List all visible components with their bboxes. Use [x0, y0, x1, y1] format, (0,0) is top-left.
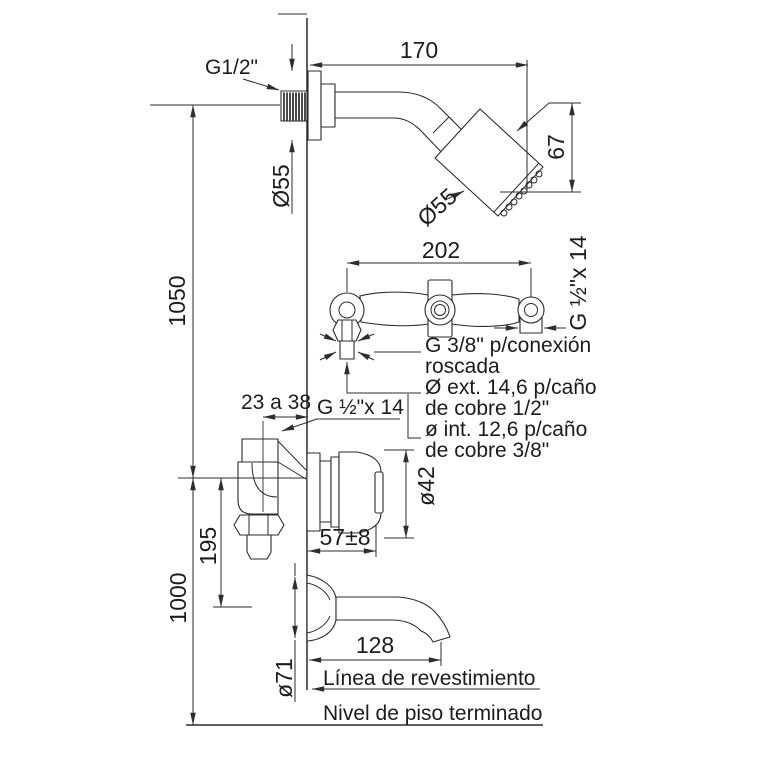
nozzle — [500, 209, 508, 217]
note-pipe-int-leader — [407, 394, 421, 439]
nozzle — [530, 176, 538, 184]
manifold-center-bore — [434, 304, 446, 316]
label-dim-1050: 1050 — [164, 275, 190, 326]
nozzle — [520, 187, 528, 195]
shower-head — [434, 108, 544, 217]
stub-thread-arrow — [357, 351, 375, 361]
label-dim-o55-flange: Ø55 — [268, 164, 294, 207]
note-line: G 3/8" p/conexión — [425, 334, 591, 357]
nozzle — [535, 170, 543, 178]
nipple-threads — [283, 92, 306, 121]
thread-valve-leader — [281, 418, 318, 432]
note-line: roscada — [425, 355, 500, 378]
arm-wall-flange — [307, 70, 322, 141]
handle-ring — [330, 456, 340, 528]
manifold-left-stub — [339, 340, 355, 360]
manifold-left-bore — [338, 301, 356, 319]
note-line: ø int. 12,6 p/caño — [425, 418, 587, 441]
labels: G1/2" 170 Ø55 Ø55 67 1050 202 G ½"x 14 G… — [164, 37, 597, 725]
nozzle — [510, 198, 518, 206]
stub-thread-arrow — [319, 333, 337, 342]
note-line: Ø ext. 14,6 p/caño — [425, 376, 597, 399]
spout-flange-detail — [306, 615, 331, 634]
label-dim-57: 57±8 — [320, 524, 371, 550]
arm-head-joint — [432, 116, 450, 134]
valve-cone-line — [277, 440, 307, 471]
spout-assembly — [306, 574, 451, 643]
dimension-lines — [150, 44, 581, 725]
stub-thread-arrow — [319, 351, 337, 361]
spout-flange-detail — [306, 582, 331, 601]
manifold-left-nut — [332, 319, 362, 342]
valve-bottom-stub — [246, 534, 272, 560]
handle-escutcheon — [306, 452, 321, 532]
note-line: de cobre 3/8" — [425, 439, 549, 462]
label-dim-o71: ø71 — [271, 658, 297, 698]
stub-thread-arrow — [357, 333, 375, 342]
label-dim-170: 170 — [400, 37, 438, 63]
spout-flange — [306, 574, 337, 642]
label-thread-valve: G ½"x 14 — [317, 396, 404, 419]
note-pipe-ext-leader — [344, 362, 421, 394]
label-finish-line: Línea de revestimiento — [323, 667, 535, 690]
nozzle — [515, 192, 523, 200]
note-line: de cobre 1/2" — [425, 397, 549, 420]
handle-cap — [374, 471, 384, 514]
valve-cone-line — [277, 461, 307, 480]
dim-67-top-leader — [516, 102, 581, 132]
label-dim-o55-head: Ø55 — [412, 183, 462, 231]
thread-g12-leader — [242, 78, 280, 91]
nozzle — [525, 181, 533, 189]
label-dim-o42: ø42 — [413, 466, 439, 506]
spout-tube — [335, 596, 451, 643]
manifold-right-bore — [524, 303, 538, 317]
shower-head-assembly — [280, 70, 544, 217]
manifold-right-boss — [517, 296, 545, 324]
label-dim-1000: 1000 — [165, 572, 191, 623]
manifold-center-ring — [430, 300, 450, 320]
arm-collar — [320, 83, 336, 128]
note-block: G 3/8" p/conexión roscada Ø ext. 14,6 p/… — [425, 334, 597, 462]
threaded-nipple — [280, 90, 308, 122]
label-dim-128: 128 — [356, 632, 394, 658]
valve-assembly — [233, 438, 384, 560]
spray-face-line — [493, 162, 540, 213]
nozzle — [505, 203, 513, 211]
label-floor-line: Nivel de piso terminado — [323, 702, 542, 725]
manifold-center-boss — [424, 294, 456, 326]
label-dim-195: 195 — [195, 527, 221, 565]
label-dim-202: 202 — [422, 237, 460, 263]
valve-top-box — [241, 438, 279, 463]
label-dim-67: 67 — [543, 134, 569, 160]
valve-hex-nut — [233, 514, 285, 536]
label-thread-arm: G1/2" — [205, 56, 258, 79]
valve-elbow-bend — [251, 462, 278, 498]
head-o55-leader — [444, 190, 465, 201]
label-thread-manifold: G ½"x 14 — [565, 235, 591, 330]
handle-collar — [319, 460, 332, 523]
label-dim-23a38: 23 a 38 — [241, 391, 311, 414]
manifold-assembly — [329, 279, 545, 360]
